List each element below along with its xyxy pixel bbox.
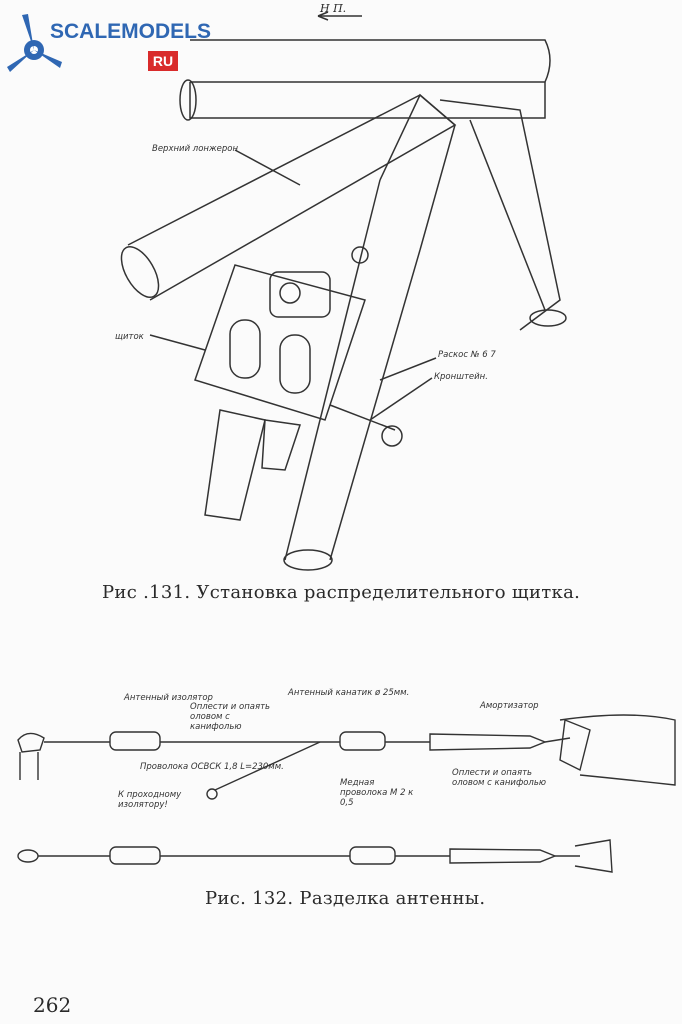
label-panel: щиток [115, 332, 144, 342]
label-antenna-insulator: Антенный изолятор [124, 693, 213, 703]
figure-131-drawing [120, 11, 567, 571]
site-logo[interactable] [6, 10, 186, 82]
direction-label: Н П. [320, 2, 347, 15]
label-solder-1: Оплести и опаять оловом с канифолью [190, 702, 271, 732]
label-solder-2: Оплести и опаять оловом с канифолью [452, 768, 547, 788]
label-bracket: Кронштейн. [434, 372, 488, 382]
label-to-insulator: К проходному изолятору! [118, 790, 182, 810]
propeller-icon [7, 14, 62, 72]
label-wire: Проволока ОСВСК 1,8 L=230мм. [140, 762, 284, 772]
label-shock-absorber: Амортизатор [480, 701, 539, 711]
logo-badge: RU [148, 51, 178, 71]
page-number: 262 [33, 993, 72, 1017]
label-copper-wire: Медная проволока М 2 к 0,5 [340, 778, 414, 808]
logo-text: SCALEMODELS [50, 20, 212, 43]
figure-132-drawing [17, 714, 676, 873]
label-upper-longeron: Верхний лонжерон [152, 144, 239, 154]
figure-132-caption: Рис. 132. Разделка антенны. [205, 888, 486, 909]
figure-131-caption: Рис .131. Установка распределительного щ… [102, 582, 581, 603]
label-strut: Раскос № 6 7 [438, 350, 496, 360]
label-antenna-cord: Антенный канатик ø 25мм. [288, 688, 410, 698]
